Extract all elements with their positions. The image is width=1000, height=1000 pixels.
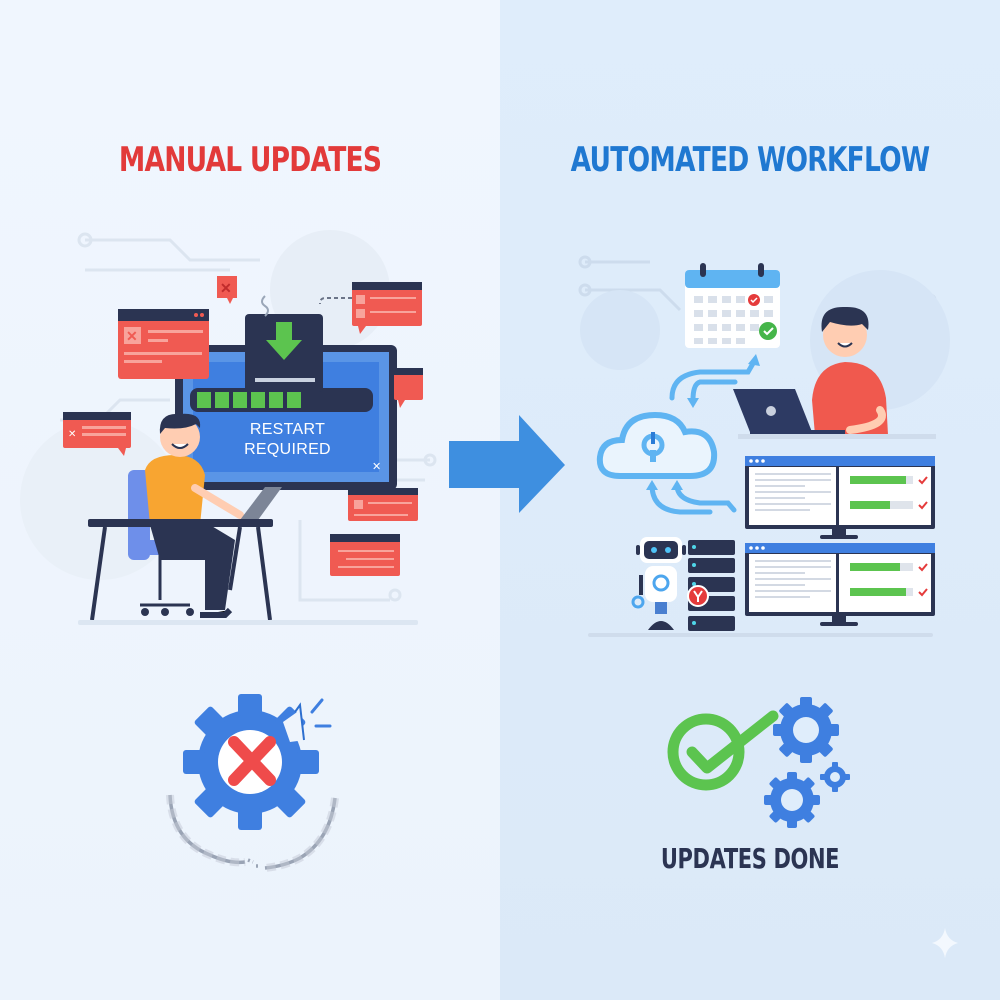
x-mark-icon: ✕ — [68, 429, 76, 440]
gear-icon — [764, 772, 820, 828]
close-icon: ✕ — [372, 461, 381, 473]
restart-line: RESTART — [249, 421, 326, 438]
x-mark-icon — [228, 736, 276, 786]
error-popup: ✕ — [118, 309, 209, 379]
gear-icon — [820, 762, 850, 792]
updates-done-caption: UPDATES DONE — [660, 842, 840, 875]
error-popup — [394, 368, 423, 408]
person-working-manually — [88, 413, 282, 621]
check-circle-icon — [667, 710, 779, 791]
download-arrow-icon — [266, 322, 302, 360]
person-supervising — [733, 306, 936, 439]
automated-workflow-title: AUTOMATED WORKFLOW — [570, 140, 931, 180]
broken-chain-icon — [166, 794, 339, 872]
floor-line-right — [588, 633, 933, 637]
robot-icon — [631, 537, 709, 630]
gear-icon — [773, 697, 839, 763]
progress-bar-fill — [850, 476, 906, 484]
sparkle-icon — [932, 928, 958, 958]
dashboard-monitor — [745, 543, 935, 626]
desk — [738, 434, 936, 439]
cloud-wrench-icon — [596, 411, 718, 479]
error-popup: ✕ — [63, 412, 131, 456]
laptop — [240, 487, 282, 520]
calendar-icon — [685, 263, 780, 348]
chair — [128, 470, 150, 560]
progress-segments — [197, 392, 301, 408]
x-mark-icon: ✕ — [220, 280, 232, 296]
desk — [88, 519, 273, 527]
error-popup — [319, 282, 422, 334]
error-popup — [348, 488, 418, 521]
progress-bar-fill — [850, 501, 890, 509]
dashboard-monitor — [745, 456, 935, 539]
restart-required-message: RESTART REQUIRED — [215, 420, 360, 460]
progress-bar-fill — [850, 588, 906, 596]
progress-bar-fill — [850, 563, 900, 571]
manual-updates-title: MANUAL UPDATES — [118, 140, 382, 180]
required-line: REQUIRED — [244, 441, 331, 458]
error-popup: ✕ — [217, 276, 237, 304]
floor-line-left — [78, 620, 418, 625]
sync-arrows — [646, 354, 760, 515]
error-popup — [330, 534, 400, 576]
right-arrow-icon — [449, 415, 565, 513]
gears-icon — [764, 697, 850, 828]
download-box — [245, 295, 323, 392]
x-mark-icon: ✕ — [126, 328, 138, 344]
